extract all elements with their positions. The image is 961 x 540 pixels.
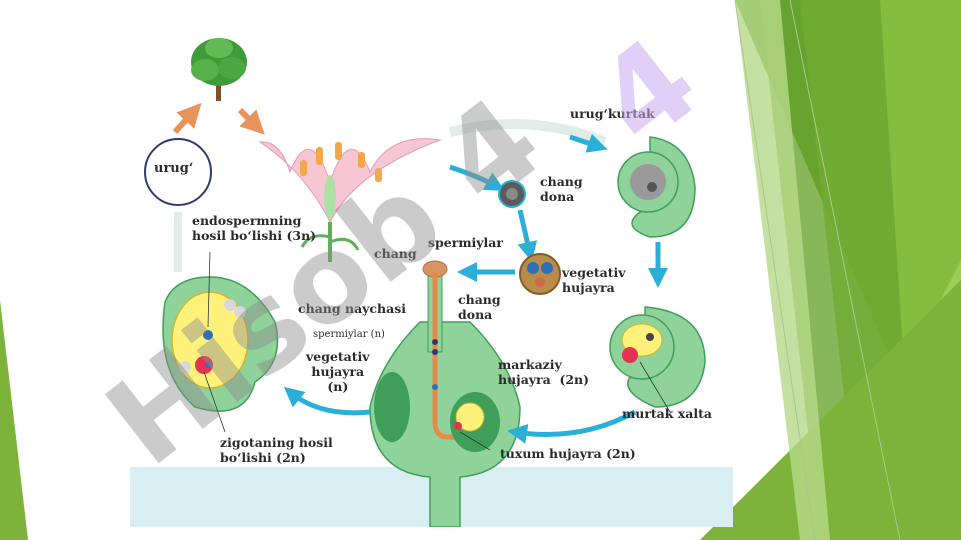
label-sperm-n: spermiylar (n): [313, 329, 385, 340]
leader-endosperm: [207, 251, 211, 328]
thin-line: [734, 0, 816, 540]
developing-seed: [162, 276, 279, 412]
green-shape-left: [0, 300, 28, 540]
arrow-ovule-to-pistil: [507, 409, 637, 444]
leader-embryo-sac: [639, 361, 671, 413]
arrow-tree-to-flower: [237, 107, 265, 135]
label-endosperm: endospermning hosil bo‘lishi (3n): [192, 213, 317, 243]
arrow-pollen-down: [517, 209, 538, 262]
leader-egg: [459, 431, 491, 451]
label-pollen-grain: chang dona: [540, 174, 583, 204]
label-zygote: zigotaning hosil bo‘lishi (2n): [220, 435, 333, 465]
label-pollen-grain-2: chang dona: [458, 292, 501, 322]
label-ovule: urug‘kurtak: [570, 106, 655, 121]
arrow-seed-to-tree: [172, 102, 202, 135]
pollen-grain-2: [519, 253, 561, 295]
label-central-cell: markaziy hujayra (2n): [498, 357, 590, 387]
ovule-top: [617, 136, 696, 238]
green-shape-right-pale: [735, 0, 830, 540]
label-egg-cell: tuxum hujayra (2n): [500, 446, 636, 461]
leader-zygote: [203, 371, 226, 433]
flower-icon: [258, 138, 442, 262]
label-pollen-tube: chang naychasi: [298, 301, 407, 316]
label-sperm: spermiylar: [428, 235, 503, 250]
label-embryo-sac: murtak xalta: [622, 406, 712, 421]
diagram-artwork: [130, 38, 733, 527]
ovule-mature: [609, 306, 706, 408]
arrow-pistil-to-seed: [283, 386, 371, 416]
pistil: [369, 260, 521, 527]
pollen-grain-1: [498, 180, 526, 208]
green-shape-right-bottom: [700, 280, 961, 540]
thin-line-2: [789, 0, 901, 540]
tree-icon: [191, 38, 247, 101]
plant-reproduction-diagram: urug‘ urug‘kurtak chang dona spermiylar …: [130, 22, 733, 527]
label-pollen: chang: [374, 246, 417, 261]
arrow-to-ovule: [569, 133, 608, 153]
label-vegetative-cell-n: vegetativ hujayra (n): [306, 349, 370, 394]
seed-circle: [144, 138, 212, 206]
arrow-flower-to-pollen: [449, 164, 505, 191]
label-vegetative-cell: vegetativ hujayra: [562, 265, 626, 295]
label-seed: urug‘: [154, 161, 194, 176]
